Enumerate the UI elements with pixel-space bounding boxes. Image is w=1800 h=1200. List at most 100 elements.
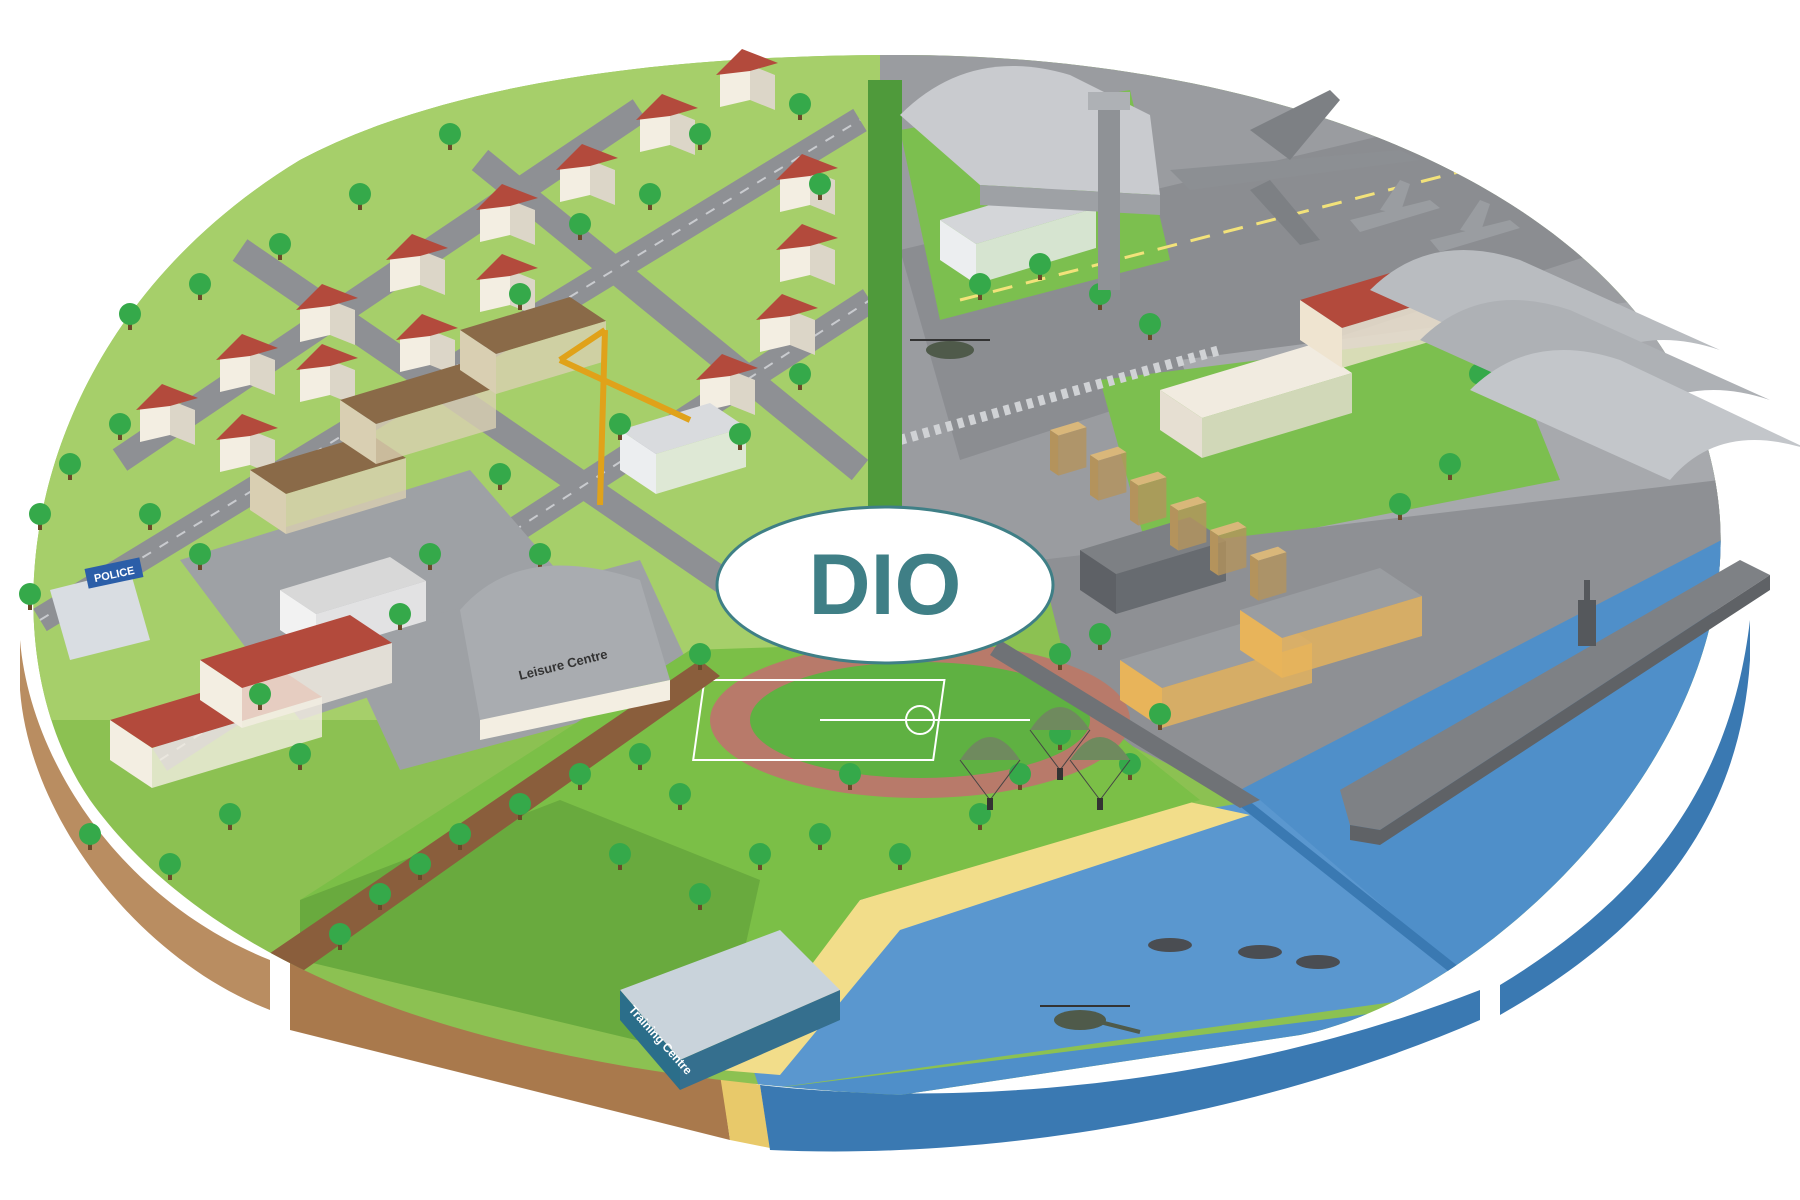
tree [1389,493,1411,520]
buildings-layer [110,49,1462,788]
house [716,49,778,110]
tree [609,843,631,870]
tree [509,283,531,310]
control-tower [1088,92,1130,290]
building-block [1130,471,1167,526]
building-block [1090,446,1127,501]
tree [689,643,711,670]
building-block [1160,345,1352,458]
tree [389,603,411,630]
tree [59,453,81,480]
green-divider [868,80,902,520]
dio-logo-text: DIO [809,537,962,633]
tree [449,823,471,850]
helicopter-sea [1040,1005,1141,1034]
tree [689,883,711,910]
building-block [620,403,746,494]
tree [19,583,41,610]
tree [1139,313,1161,340]
dio-logo-ellipse [715,505,1055,665]
house [296,284,358,345]
tree [249,683,271,710]
house [756,294,818,355]
water-side-bottom [760,990,1480,1152]
tree [289,743,311,770]
tree [1089,623,1111,650]
building-block [200,615,392,728]
tree [889,843,911,870]
tree [1029,253,1051,280]
patrol-boats [1148,938,1340,969]
tree [669,783,691,810]
tree [839,763,861,790]
tree [219,803,241,830]
grey-divider [990,640,1260,808]
aircraft-carrier [1340,560,1770,845]
building-block [340,364,496,464]
fighter-jets [1350,180,1520,252]
building-block [1250,546,1287,601]
sand-side [720,1075,770,1148]
tree [409,853,431,880]
house [396,314,458,375]
transport-aircraft [1170,90,1420,245]
tree [809,173,831,200]
tree [269,233,291,260]
house [216,334,278,395]
tree [1149,703,1171,730]
house [776,224,838,285]
parachute [1029,707,1091,780]
construction-crane [558,327,692,506]
tree [369,883,391,910]
house [386,234,448,295]
tree [1049,643,1071,670]
house [296,344,358,405]
tree [439,123,461,150]
house [696,354,758,415]
tree [119,303,141,330]
tree [509,793,531,820]
tree [639,183,661,210]
tree [569,763,591,790]
tree [489,463,511,490]
building-block [1170,496,1207,551]
house [476,184,538,245]
tree [329,923,351,950]
tree [629,743,651,770]
tree [729,423,751,450]
tree [789,363,811,390]
leisure-centre: Leisure Centre [460,565,670,740]
tree [189,543,211,570]
water-side-right [1500,620,1750,1015]
tree [189,273,211,300]
tree [419,543,441,570]
tree [569,213,591,240]
tree [29,503,51,530]
tree [749,843,771,870]
tree [139,503,161,530]
tree [969,803,991,830]
house [556,144,618,205]
parachute [959,737,1021,810]
parachutes [959,707,1131,810]
house [636,94,698,155]
helicopter-pad [910,339,990,359]
house [216,414,278,475]
building-block [460,297,606,394]
police-station: POLICE [50,557,150,660]
tree [529,543,551,570]
tree [109,413,131,440]
tree [1009,763,1031,790]
tree [1439,453,1461,480]
tree [789,93,811,120]
building-block [1240,568,1422,678]
tree [609,413,631,440]
tree [349,183,371,210]
building-block [1210,521,1247,576]
building-block [1050,421,1087,476]
parachute [1069,737,1131,810]
tree [969,273,991,300]
tree [809,823,831,850]
tree [79,823,101,850]
